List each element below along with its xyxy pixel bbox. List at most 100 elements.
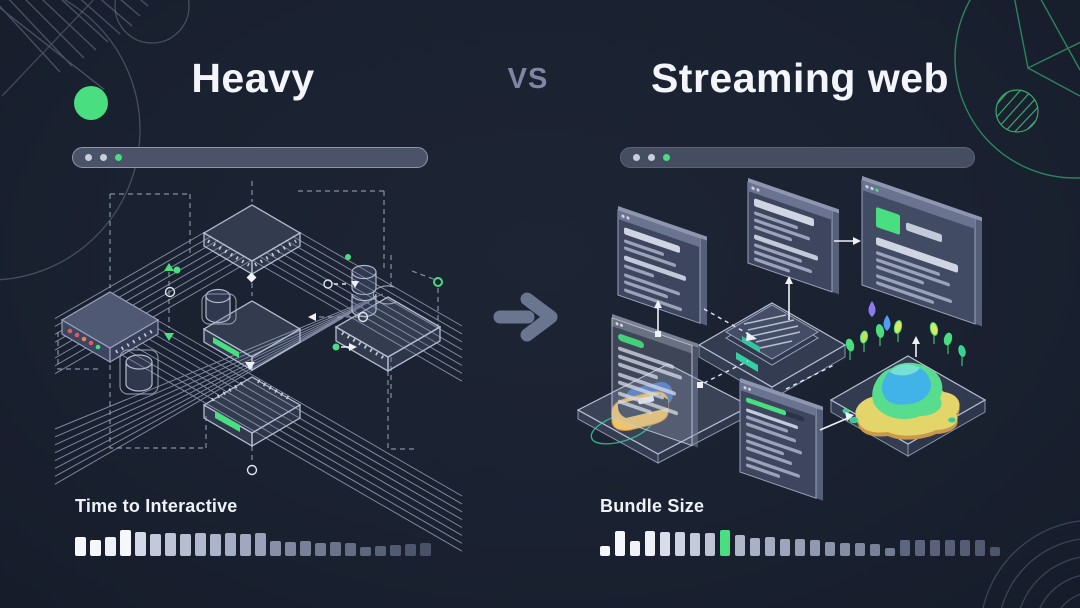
streamed-panel-4: [739, 378, 823, 501]
indicator-bar: [720, 530, 730, 556]
streamed-panel-1: [617, 206, 707, 326]
window-dot-green-icon: [115, 154, 122, 161]
indicator-bar: [120, 530, 131, 556]
database-cylinders: [119, 264, 397, 395]
network-line-bundle: [54, 231, 463, 552]
indicator-bar: [375, 546, 386, 556]
window-dot-green-icon: [663, 154, 670, 161]
isometric-server-node: [60, 291, 160, 364]
corner-arc-circles: [0, 0, 190, 281]
indicator-bar: [885, 548, 895, 556]
indicator-bar: [645, 531, 655, 556]
indicator-bar: [735, 535, 745, 556]
indicator-bar: [150, 534, 161, 556]
indicator-bar: [750, 538, 760, 556]
tti-bar-strip: [75, 528, 431, 556]
indicator-bar: [255, 533, 266, 556]
garden-blob: [855, 362, 960, 440]
indicator-bar: [795, 539, 805, 556]
indicator-label-tti: Time to Interactive: [75, 496, 238, 516]
green-status-bar: [213, 337, 239, 358]
indicator-bar: [405, 544, 416, 556]
wallet-icon: [611, 391, 669, 431]
left-title: Heavy: [191, 55, 315, 101]
green-badge: [618, 334, 644, 349]
led-lights: [67, 328, 101, 350]
indicator-bar: [630, 541, 640, 556]
indicator-bar: [810, 540, 820, 556]
streamed-panel-client: [611, 314, 698, 448]
flow-markers: [164, 254, 443, 476]
indicator-bar: [600, 546, 610, 556]
window-dot-icon: [100, 154, 107, 161]
streamed-panel-3: [861, 176, 982, 327]
indicator-bar: [390, 545, 401, 556]
stream-connectors: [654, 237, 920, 431]
indicator-bar: [360, 547, 371, 556]
indicator-bar: [840, 543, 850, 556]
indicator-bar: [225, 533, 236, 556]
green-progress-bar: [746, 397, 786, 416]
indicator-bar: [675, 532, 685, 556]
streamed-panel-2: [747, 178, 839, 295]
bundle-bar-strip: [600, 528, 1000, 556]
indicator-bar: [870, 544, 880, 556]
indicator-bar: [300, 541, 311, 556]
right-title: Streaming web: [650, 55, 950, 101]
browser-bar-right: [620, 147, 975, 168]
indicator-bar: [690, 533, 700, 556]
leaf-sprouts: [842, 320, 966, 423]
green-dot-decoration: [74, 86, 108, 120]
indicator-bar: [270, 541, 281, 556]
indicator-bar: [330, 542, 341, 556]
dashed-guides: [57, 181, 439, 464]
isometric-node-bottom: [202, 376, 302, 448]
indicator-bar: [780, 539, 790, 556]
indicator-bar: [660, 532, 670, 556]
isometric-node-center: [202, 300, 302, 372]
document-stack: [725, 304, 819, 372]
indicator-bar: [615, 531, 625, 556]
indicator-bar: [195, 533, 206, 556]
indicator-bar: [75, 537, 86, 556]
indicator-bar: [705, 533, 715, 556]
indicator-bar: [975, 540, 985, 556]
indicator-bar: [315, 543, 326, 556]
indicator-bar: [855, 543, 865, 556]
indicator-bar: [135, 532, 146, 556]
indicator-label-bundle: Bundle Size: [600, 496, 705, 516]
streamed-content-platform: [697, 302, 847, 400]
vs-label: VS: [507, 63, 549, 95]
indicator-bar: [210, 534, 221, 556]
hatched-triangle: [0, 0, 149, 97]
isometric-node-top: [202, 204, 302, 276]
indicator-bar: [990, 547, 1000, 556]
indicator-bar: [180, 534, 191, 556]
green-status-bar: [215, 411, 240, 432]
indicator-bar: [345, 543, 356, 556]
indicator-bar: [285, 542, 296, 556]
indicator-bar: [420, 543, 431, 556]
window-dot-icon: [633, 154, 640, 161]
indicator-bar: [90, 540, 101, 556]
growth-platform: [829, 301, 987, 457]
indicator-bar: [105, 537, 116, 556]
indicator-bar: [960, 540, 970, 556]
indicator-bar: [915, 540, 925, 556]
indicator-bar: [945, 540, 955, 556]
green-media-block: [876, 207, 900, 235]
indicator-bar: [900, 540, 910, 556]
indicator-bar: [825, 542, 835, 556]
browser-bar-left: [72, 147, 428, 168]
indicator-bar: [240, 534, 251, 556]
indicator-bar: [930, 540, 940, 556]
indicator-bar: [165, 533, 176, 556]
window-dot-icon: [648, 154, 655, 161]
indicator-bar: [765, 537, 775, 556]
droplet-icons: [868, 301, 891, 331]
